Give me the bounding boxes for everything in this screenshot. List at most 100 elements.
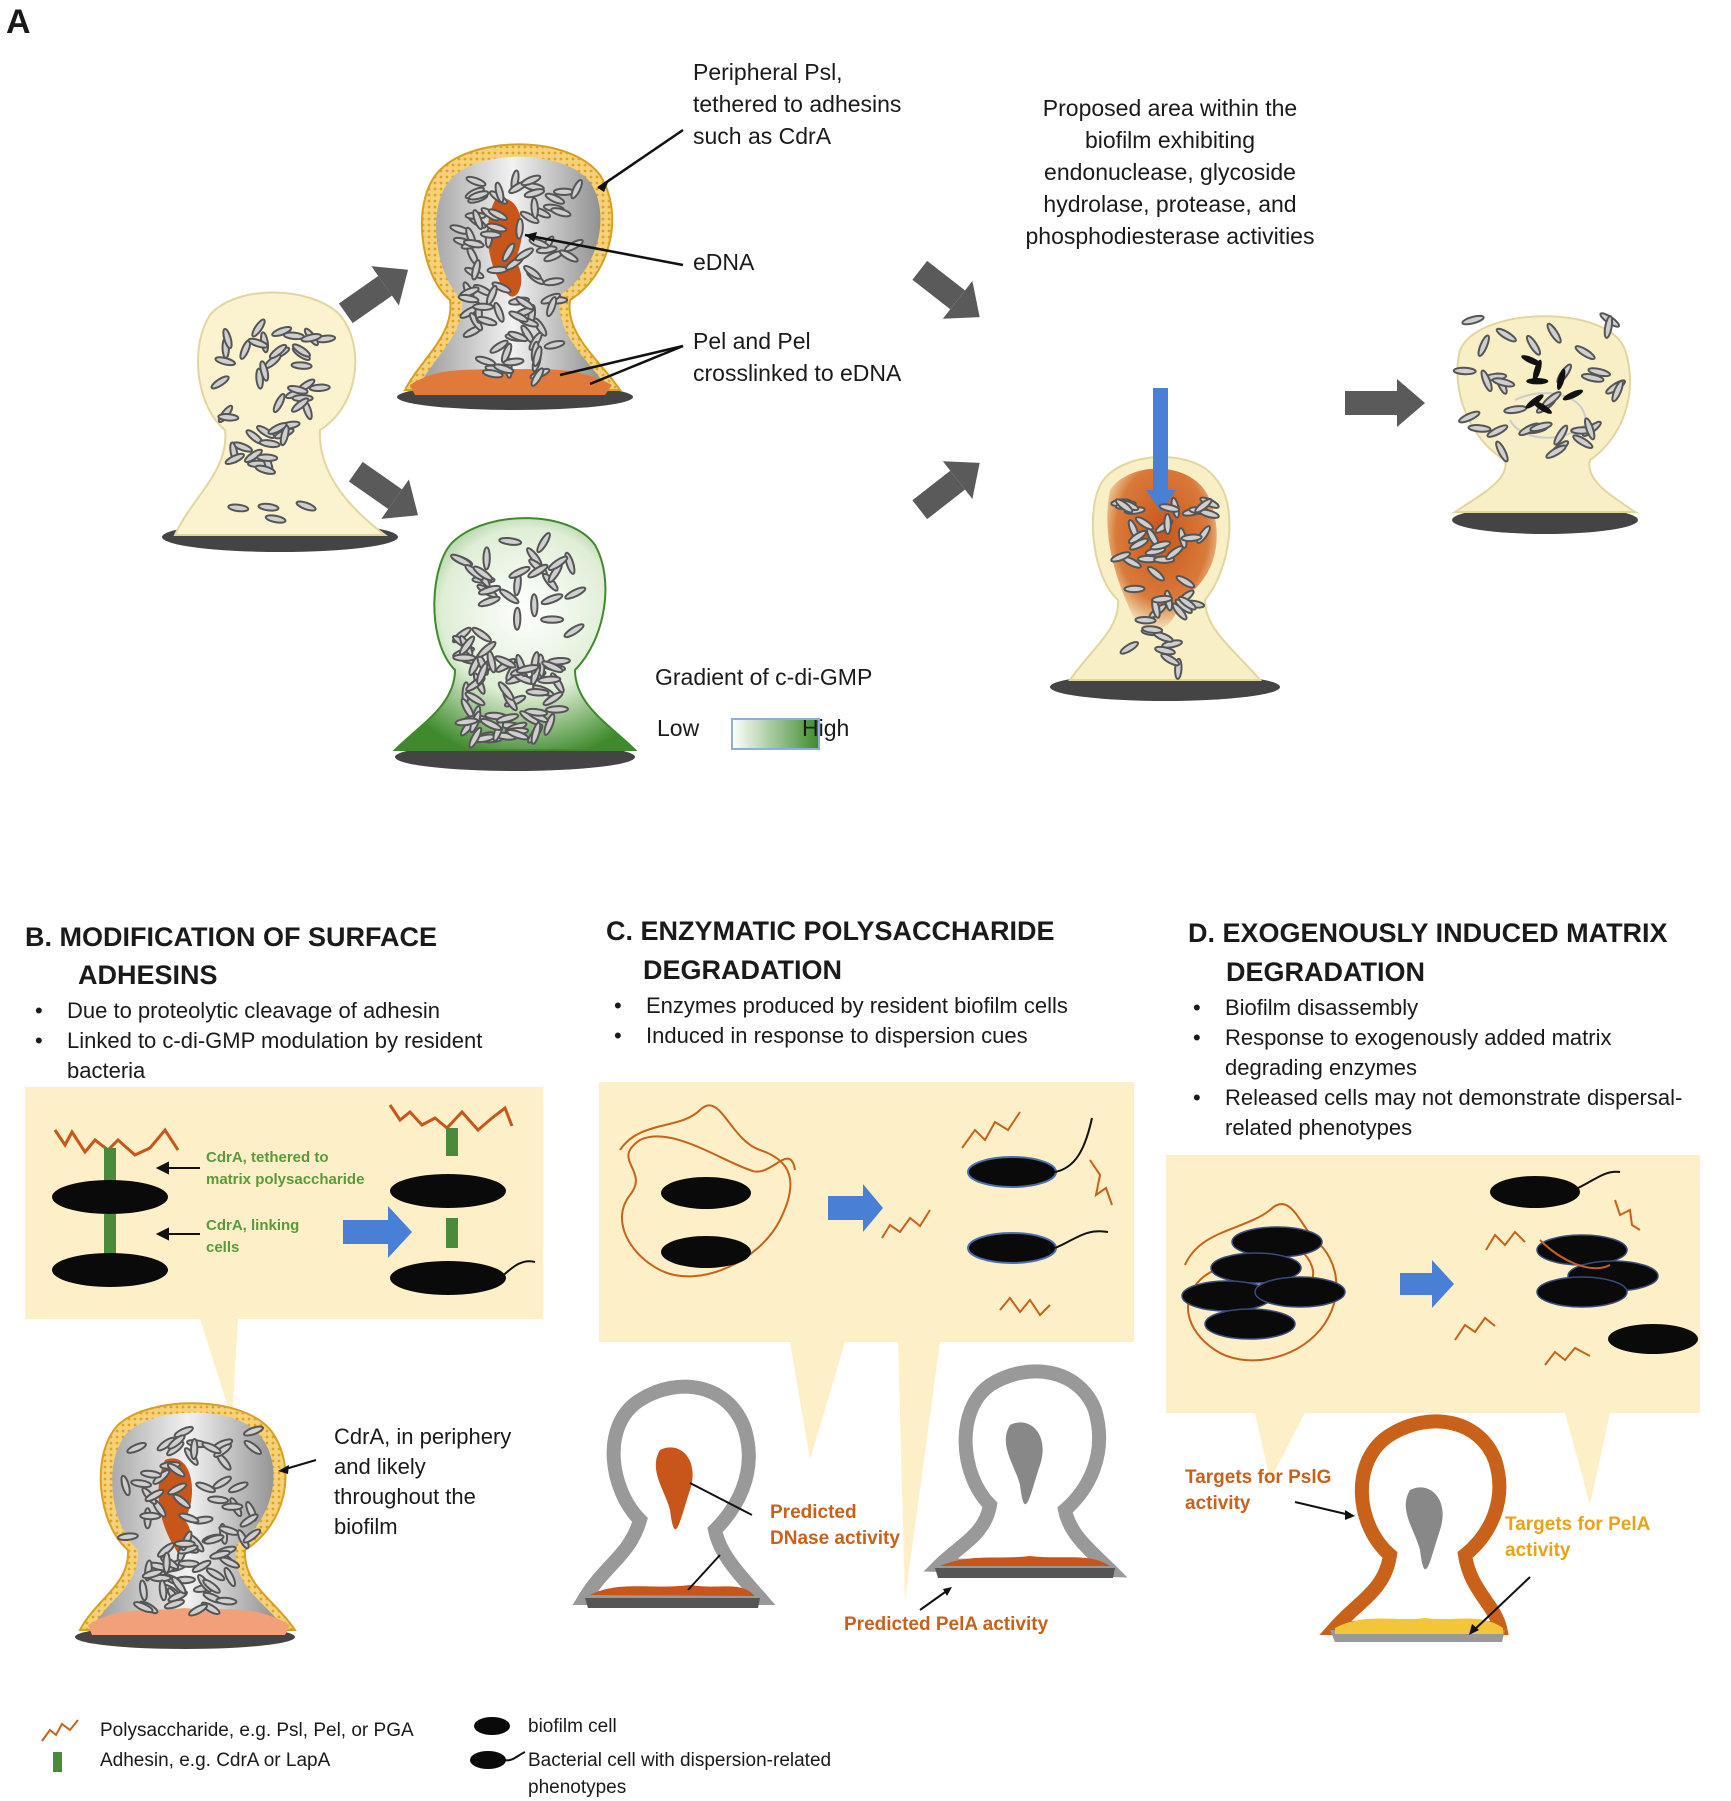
bacterial-cell [1495,327,1517,343]
bacterial-cell [227,503,250,513]
bacterial-cell [1525,334,1542,356]
panel-c-biofilm-pela [919,1364,1128,1611]
bacterial-cell [212,1475,232,1490]
bacterial-cell [210,375,230,390]
biofilm-mature [397,143,633,410]
bacterial-cell [468,190,490,201]
bacterial-cell [544,192,566,205]
bacterial-cell [1546,322,1562,344]
panel-b-bullet: Linked to c-di-GMP modulation by residen… [27,1026,547,1086]
bacterial-cell [256,453,279,462]
gradient-high: High [802,715,850,741]
bacterial-cell [558,249,579,263]
bacterial-cell [223,1566,237,1588]
label-pointers [524,128,684,386]
bacterial-cell [1134,615,1157,625]
bacterial-cell [207,1495,230,1505]
bacterial-cell [133,1601,154,1614]
bacterial-cell [290,361,313,370]
bacterial-cell [215,1596,238,1606]
panel-c-title-2: DEGRADATION [643,955,842,985]
bacterial-cell [482,546,491,571]
panel-d-bullets: Biofilm disassembly Response to exogenou… [1185,993,1730,1143]
bacterial-cell [564,586,587,600]
bacterial-cell [1146,565,1165,582]
bacterial-cell [550,207,572,218]
bacterial-cell [205,1567,226,1582]
panel-a-letter: A [6,3,31,41]
bacterial-cell [257,502,280,512]
bacterial-cell [1134,516,1154,531]
bacterial-cell [251,318,266,338]
bacterial-cell [454,717,479,727]
bacterial-cell [530,593,539,618]
panel-b-detail-right [343,1104,536,1295]
bacterial-cell [487,208,508,221]
bacterial-cell [1158,503,1181,513]
legend-biofilm-cell: biofilm cell [528,1716,617,1737]
bacterial-cell [545,705,569,714]
bacterial-cell [138,1579,148,1602]
biofilm-initial [162,291,398,552]
bacterial-cell [464,691,486,707]
bacterial-cell [166,1462,186,1478]
bacterial-cell [162,1551,171,1574]
bacterial-cell [508,310,529,323]
edna-label: eDNA [693,249,755,275]
bacterial-cell [1562,389,1584,401]
bacterial-cell [203,1534,225,1545]
gradient-low: Low [657,715,700,741]
bacterial-cell [158,1579,168,1602]
bacterial-cell [267,422,288,435]
bacterial-cell [530,197,539,219]
bacterial-cell [472,209,484,231]
bacterial-cell [1467,424,1492,433]
bacterial-cell [1163,513,1172,535]
bacterial-cell [221,1502,244,1511]
bacterial-cell [290,397,310,413]
panel-c-biofilm-dnase [572,1379,776,1608]
bacterial-cell [139,1511,162,1521]
bacterial-cell [477,640,497,658]
bacterial-cell [499,588,520,605]
bacterial-cell [1154,645,1176,656]
panel-d-title-1: D. EXOGENOUSLY INDUCED MATRIX [1188,918,1668,948]
bacterial-cell [515,664,540,674]
bacterial-cell [195,1481,216,1494]
bacterial-cell [462,239,485,249]
panel-b-bullets: Due to proteolytic cleavage of adhesin L… [27,996,547,1086]
bacterial-cell [172,1493,191,1509]
bacterial-cell [481,369,504,379]
bacterial-cell [1123,584,1146,594]
bacterial-cell [458,635,476,656]
bacterial-cell [1114,498,1134,514]
bacterial-cell [1491,377,1516,388]
bacterial-cell [259,360,270,382]
bacterial-cell [494,181,505,204]
bacterial-cell [520,174,542,187]
bacterial-cell [243,1439,263,1455]
bacterial-cell [1477,334,1490,357]
bacterial-cell [243,448,263,464]
bacterial-cell [1177,595,1197,611]
bacterial-cell [472,565,494,582]
bacterial-cell [1461,314,1485,326]
bacterial-cell [167,1434,186,1450]
bacterial-cell [254,464,276,475]
bacterial-cell [527,563,549,579]
panel-b-title-2: ADHESINS [78,960,218,990]
bacterial-cell [477,584,502,596]
panel-d-bullet: Biofilm disassembly [1185,993,1730,1023]
bacterial-cell [489,339,509,354]
bacterial-cell [523,188,546,199]
bacterial-cell [537,675,562,685]
bacterial-cell [1526,378,1549,385]
bacterial-cell [268,343,288,360]
